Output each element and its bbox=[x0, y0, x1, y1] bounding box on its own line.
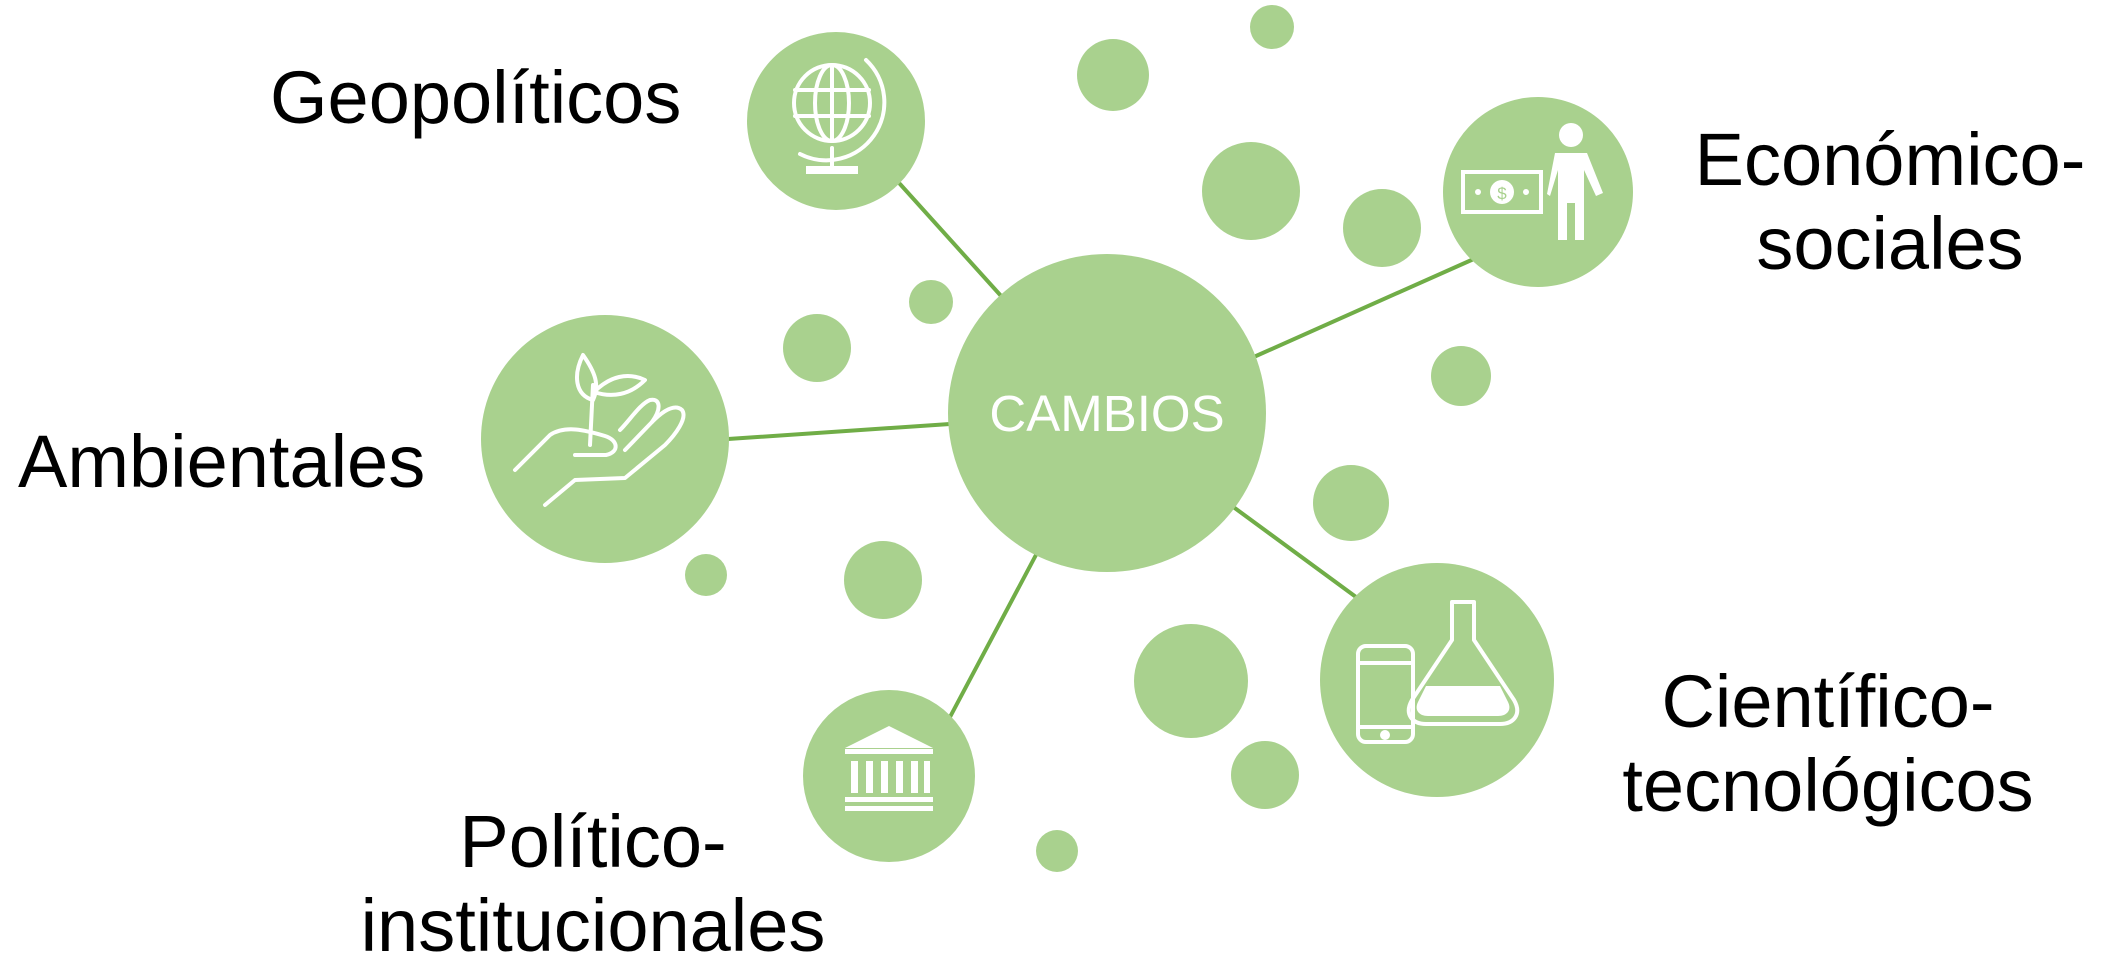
decorative-bubble bbox=[1134, 624, 1248, 738]
label-line: sociales bbox=[1756, 202, 2024, 285]
node-bubble bbox=[803, 690, 975, 862]
node-bubble bbox=[747, 32, 925, 210]
connector-geopoliticos bbox=[898, 182, 1004, 299]
banknote-icon: $ bbox=[1461, 170, 1543, 214]
svg-text:$: $ bbox=[1497, 184, 1507, 203]
decorative-bubble bbox=[1077, 39, 1149, 111]
decorative-bubble bbox=[1231, 741, 1299, 809]
label-geopoliticos: Geopolíticos bbox=[270, 56, 681, 140]
decorative-bubble bbox=[1202, 142, 1300, 240]
center-label: CAMBIOS bbox=[989, 385, 1224, 442]
node-politico-institucionales bbox=[803, 690, 975, 862]
institution-icon bbox=[845, 726, 933, 811]
decorative-bubble bbox=[1343, 189, 1421, 267]
label-economico-sociales: Económico- sociales bbox=[1690, 118, 2090, 286]
decorative-bubble bbox=[1313, 465, 1389, 541]
connectors bbox=[726, 182, 1478, 719]
label-ambientales: Ambientales bbox=[18, 420, 425, 504]
label-line: tecnológicos bbox=[1622, 744, 2034, 827]
decorative-bubble bbox=[1250, 5, 1294, 49]
decorative-bubble bbox=[685, 554, 727, 596]
label-politico-institucionales: Político- institucionales bbox=[338, 800, 848, 968]
center-bubble bbox=[948, 254, 1266, 572]
node-bubble bbox=[1320, 563, 1554, 797]
money-person-icon: $ bbox=[1461, 123, 1603, 240]
label-line: Político- bbox=[459, 800, 727, 883]
node-bubble bbox=[1443, 97, 1633, 287]
node-bubble bbox=[481, 315, 729, 563]
decorative-bubble bbox=[1431, 346, 1491, 406]
label-line: Geopolíticos bbox=[270, 56, 682, 139]
flask-icon bbox=[1406, 600, 1520, 726]
label-line: institucionales bbox=[360, 884, 826, 967]
node-economico-sociales: $ bbox=[1443, 97, 1633, 287]
decorative-bubbles bbox=[685, 5, 1491, 872]
label-line: Económico- bbox=[1694, 118, 2086, 201]
connector-ambientales bbox=[726, 422, 952, 441]
person-icon bbox=[1547, 123, 1603, 240]
globe-icon bbox=[792, 58, 887, 174]
smartphone-icon bbox=[1356, 644, 1415, 744]
decorative-bubble bbox=[783, 314, 851, 382]
decorative-bubble bbox=[1036, 830, 1078, 872]
connector-economico-sociales bbox=[1254, 256, 1478, 358]
plant-hands-icon bbox=[513, 353, 686, 507]
label-line: Ambientales bbox=[18, 420, 426, 503]
node-ambientales bbox=[481, 315, 729, 563]
center-node: CAMBIOS bbox=[948, 254, 1266, 572]
label-line: Científico- bbox=[1661, 660, 1995, 743]
decorative-bubble bbox=[909, 280, 953, 324]
phone-flask-icon bbox=[1356, 600, 1520, 744]
node-geopoliticos bbox=[747, 32, 925, 210]
connector-cientifico-tecnologicos bbox=[1230, 504, 1358, 599]
decorative-bubble bbox=[844, 541, 922, 619]
connector-politico-institucionales bbox=[948, 551, 1039, 719]
node-cientifico-tecnologicos bbox=[1320, 563, 1554, 797]
label-cientifico-tecnologicos: Científico- tecnológicos bbox=[1618, 660, 2038, 828]
